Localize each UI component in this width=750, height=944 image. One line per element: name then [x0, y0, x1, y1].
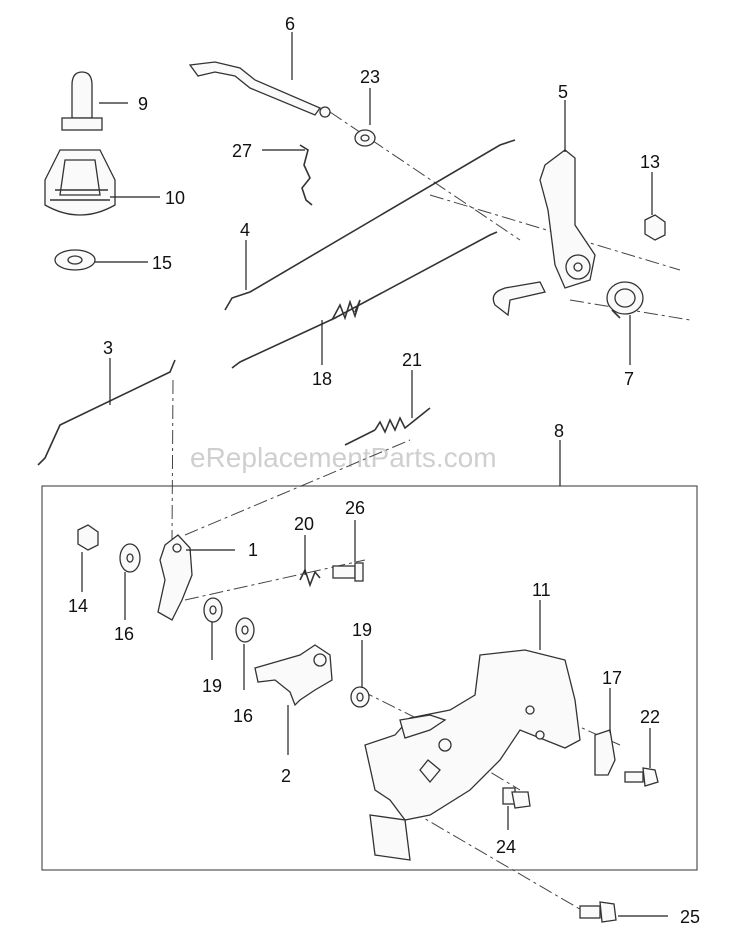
part-27-clip — [299, 144, 313, 206]
callout-19: 19 — [202, 676, 222, 696]
part-22-screw — [624, 767, 659, 787]
callout-14: 14 — [68, 596, 88, 616]
part-15-washer — [54, 249, 96, 271]
part-24-screw — [502, 787, 531, 809]
part-21-spring — [344, 407, 431, 446]
callout-18: 18 — [312, 369, 332, 389]
part-16-washer — [119, 543, 141, 573]
part-7-spring — [606, 281, 644, 319]
part-5-bracket — [539, 149, 596, 289]
part-11-control-plate — [364, 649, 581, 861]
part-19-washer-2 — [350, 686, 370, 708]
assembly-box — [41, 485, 698, 871]
callout-25: 25 — [680, 907, 700, 927]
part-2-lever — [254, 644, 333, 707]
part-4-rod — [224, 139, 516, 311]
callout-23: 23 — [360, 67, 380, 87]
watermark: eReplacementParts.com — [190, 442, 497, 473]
callout-16: 16 — [114, 624, 134, 644]
callout-22: 22 — [640, 707, 660, 727]
callout-24: 24 — [496, 837, 516, 857]
callout-7: 7 — [624, 369, 634, 389]
callout-10: 10 — [165, 188, 185, 208]
part-23-washer — [354, 129, 376, 147]
part-25-screw — [579, 901, 617, 923]
part-19-washer — [203, 597, 223, 623]
callout-11: 11 — [532, 580, 551, 600]
part-3-rod — [37, 359, 176, 466]
part-14-nut — [77, 524, 99, 551]
callout-5: 5 — [558, 82, 568, 102]
bolt-part — [492, 281, 546, 317]
part-20-spring — [299, 567, 321, 588]
callout-20: 20 — [294, 514, 314, 534]
callout-21: 21 — [402, 350, 422, 370]
leader-lines — [81, 32, 668, 917]
callout-9: 9 — [138, 94, 148, 114]
callout-4: 4 — [240, 220, 250, 240]
callout-1: 1 — [248, 540, 258, 560]
callout-16-2: 16 — [233, 706, 253, 726]
part-9-cap — [61, 71, 103, 131]
callout-17: 17 — [602, 668, 622, 688]
callouts: 6 23 5 13 27 9 10 15 4 18 7 3 21 8 1 14 … — [68, 14, 700, 927]
part-1-lever — [157, 534, 193, 621]
part-26-screw — [332, 562, 364, 582]
callout-19-2: 19 — [352, 620, 372, 640]
callout-3: 3 — [103, 338, 113, 358]
callout-26: 26 — [345, 498, 365, 518]
part-10-gear — [44, 149, 116, 216]
callout-6: 6 — [285, 14, 295, 34]
callout-15: 15 — [152, 253, 172, 273]
part-16-washer-2 — [235, 617, 255, 643]
part-6-rod — [188, 61, 331, 118]
part-13-nut — [644, 214, 666, 241]
callout-2: 2 — [281, 766, 291, 786]
callout-8: 8 — [554, 421, 564, 441]
part-17-clip — [594, 729, 616, 776]
callout-13: 13 — [640, 152, 660, 172]
callout-27: 27 — [232, 141, 252, 161]
part-18-rod-spring — [231, 231, 498, 369]
